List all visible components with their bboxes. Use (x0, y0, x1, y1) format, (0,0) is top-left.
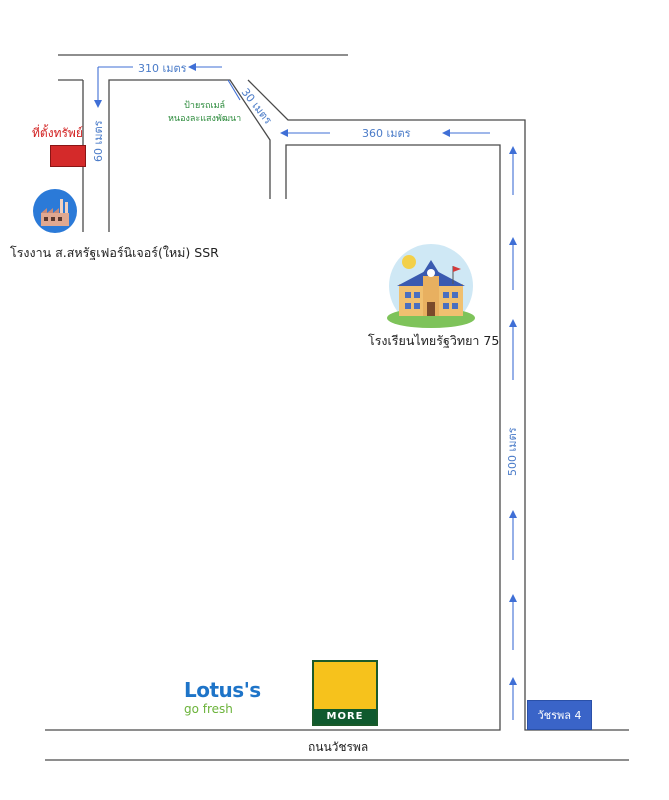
factory-label: โรงงาน ส.สหรัฐเฟอร์นิเจอร์(ใหม่) SSR (10, 245, 219, 260)
wachiraphon-4-badge: วัชรพล 4 (527, 700, 592, 730)
arrow-down-left (94, 100, 102, 108)
property-label: ที่ตั้งทรัพย์ (32, 126, 83, 140)
distance-right-label: 500 เมตร (506, 427, 519, 476)
lotus-tagline: go fresh (184, 702, 233, 716)
school-building-icon (387, 244, 475, 328)
distance-left-label: 60 เมตร (92, 120, 105, 162)
cj-more-text: MORE (314, 709, 376, 724)
school-label: โรงเรียนไทยรัฐวิทยา 75 (368, 333, 500, 348)
cj-more-logo: MORE (312, 660, 378, 726)
factory-icon (33, 189, 77, 233)
right-road-arrows (509, 146, 517, 720)
road-diagonal-outer (247, 79, 629, 731)
route-arrows (94, 63, 517, 720)
lotus-go-fresh-logo: Lotus's go fresh (184, 680, 261, 715)
road-inner-right (45, 144, 501, 731)
distance-top-label: 310 เมตร (138, 62, 187, 75)
property-marker (50, 145, 86, 167)
main-road-label: ถนนวัชรพล (308, 740, 369, 754)
road-network (45, 54, 629, 761)
distance-middle-label: 360 เมตร (362, 127, 411, 140)
bus-stop-label: ป้ายรถเมล์ หนองละแสงพัฒนา (168, 101, 242, 124)
lotus-name: Lotus's (184, 678, 261, 702)
road-inner-left (108, 79, 271, 232)
